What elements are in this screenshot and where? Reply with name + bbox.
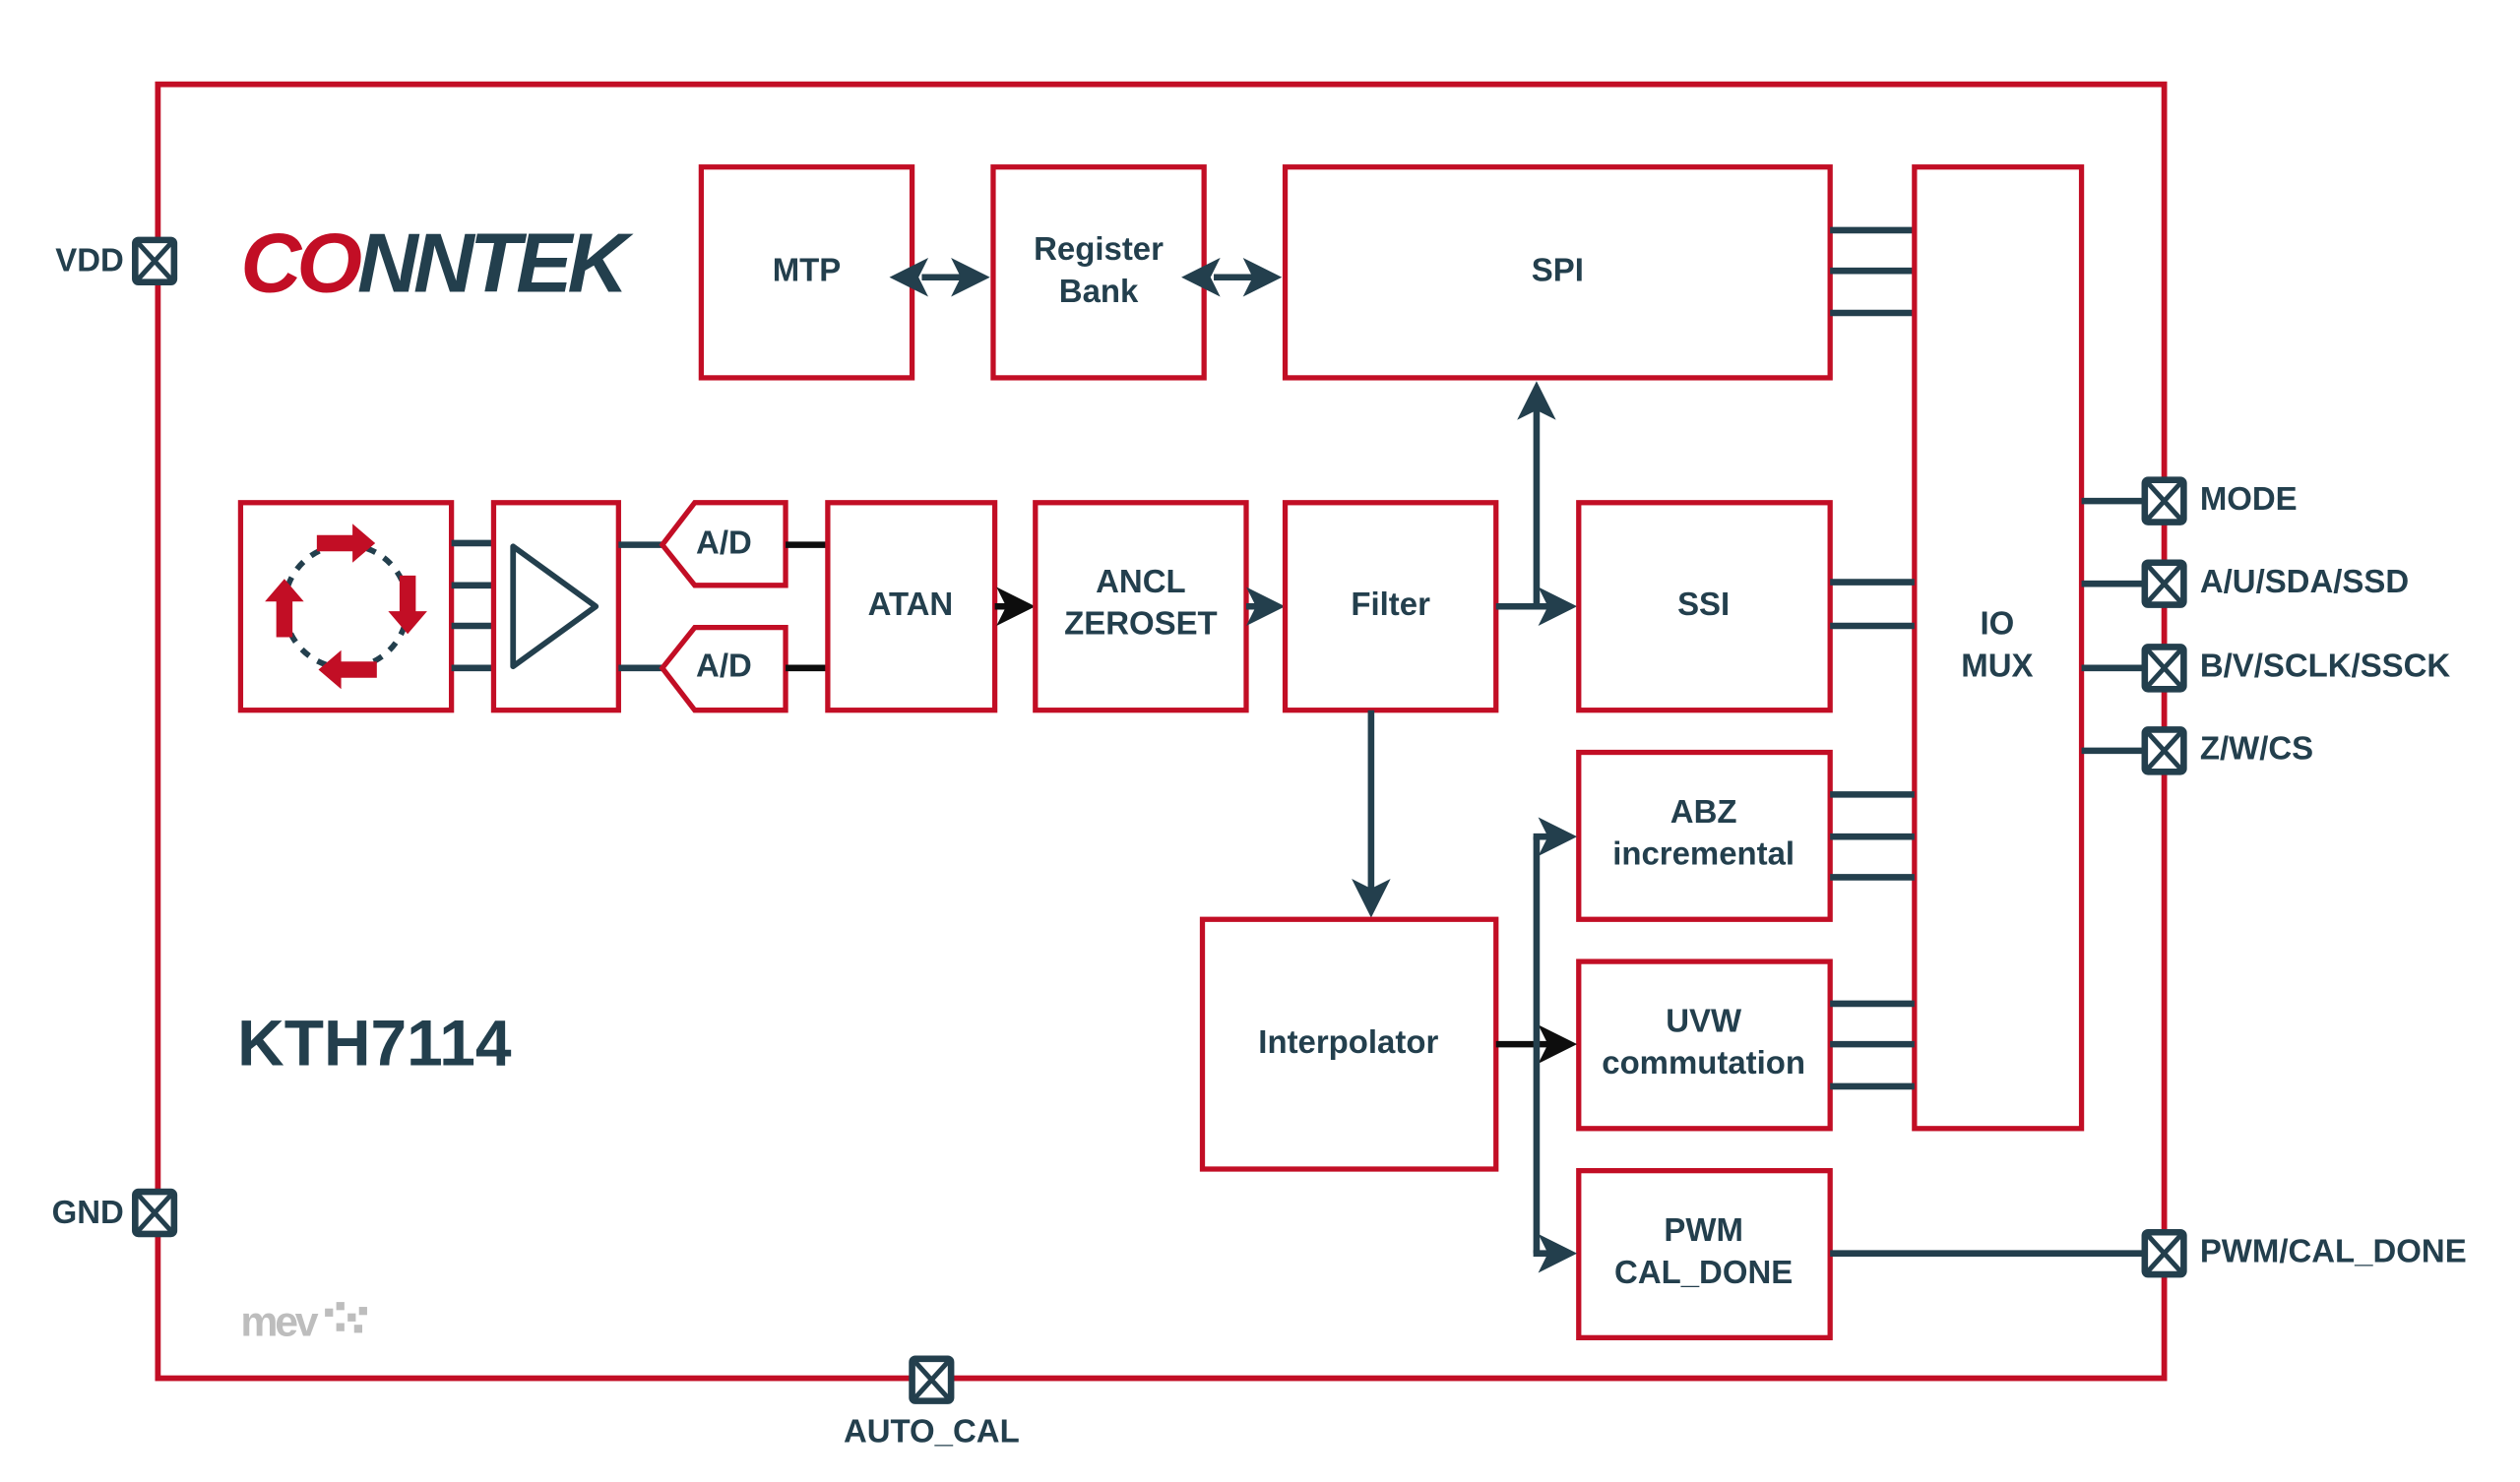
pin-vdd[interactable]: VDD — [55, 236, 178, 285]
block-ancl-zeroset[interactable]: ANCL ZEROSET — [1033, 500, 1249, 713]
block-ad-converter-2[interactable]: A/D — [659, 625, 788, 713]
sensor-amp-bus — [451, 539, 494, 672]
arrow-down-icon — [388, 575, 427, 635]
svg-text:B/V/SCLK/SSCK: B/V/SCLK/SSCK — [2200, 648, 2451, 684]
svg-text:incremental: incremental — [1612, 835, 1795, 872]
svg-text:MODE: MODE — [2200, 480, 2298, 517]
block-register-bank[interactable]: Register Bank — [990, 164, 1207, 381]
arrow-left-icon — [318, 649, 377, 690]
svg-text:VDD: VDD — [55, 242, 124, 278]
amplifier-icon — [510, 543, 599, 670]
svg-text:GND: GND — [52, 1194, 124, 1230]
svg-text:CAL_DONE: CAL_DONE — [1614, 1254, 1793, 1290]
pin-auto-cal[interactable]: AUTO_CAL — [844, 1355, 1020, 1449]
pin-pad-icon — [2141, 726, 2187, 775]
mev-watermark: mev — [240, 1299, 367, 1346]
pin-pad-icon — [2141, 559, 2187, 608]
chip-name: KTH7114 — [237, 1007, 512, 1080]
pin-z-w-cs[interactable]: Z/W/CS — [2141, 726, 2313, 775]
block-mtp[interactable]: MTP — [698, 164, 915, 381]
pin-gnd[interactable]: GND — [52, 1188, 178, 1238]
svg-text:MUX: MUX — [1961, 648, 2033, 684]
block-ad-converter-1[interactable]: A/D — [659, 500, 788, 588]
svg-text:Register: Register — [1034, 230, 1164, 267]
block-ssi[interactable]: SSI — [1576, 500, 1833, 713]
svg-text:A/D: A/D — [696, 648, 752, 684]
svg-text:PWM: PWM — [1664, 1211, 1743, 1248]
pin-a-u-sda-ssd[interactable]: A/U/SDA/SSD — [2141, 559, 2409, 608]
pin-pad-icon — [132, 1188, 178, 1238]
pin-mode[interactable]: MODE — [2141, 476, 2298, 525]
uvw-iomux-bus — [1830, 1000, 1915, 1090]
pin-pad-icon — [132, 236, 178, 285]
svg-text:Z/W/CS: Z/W/CS — [2200, 730, 2313, 767]
svg-text:Interpolator: Interpolator — [1258, 1023, 1438, 1060]
block-hall-sensor[interactable] — [237, 500, 455, 713]
block-pwm-cal-done[interactable]: PWM CAL_DONE — [1576, 1168, 1833, 1340]
pin-pad-icon — [2141, 476, 2187, 525]
abz-iomux-bus — [1830, 791, 1915, 881]
svg-text:ATAN: ATAN — [868, 586, 954, 622]
block-uvw-commutation[interactable]: UVW commutation — [1576, 958, 1833, 1132]
pin-pad-icon — [2141, 1228, 2187, 1278]
svg-text:CONNTEK: CONNTEK — [240, 216, 634, 311]
block-filter[interactable]: Filter — [1282, 500, 1499, 713]
pin-pad-icon — [909, 1355, 955, 1404]
svg-text:IO: IO — [1980, 605, 2014, 642]
arrow-right-icon — [316, 524, 376, 563]
svg-text:commutation: commutation — [1602, 1044, 1805, 1081]
svg-text:ABZ: ABZ — [1670, 793, 1737, 830]
block-amplifier[interactable] — [490, 500, 621, 713]
pin-b-v-sclk-ssck[interactable]: B/V/SCLK/SSCK — [2141, 644, 2451, 693]
svg-text:Bank: Bank — [1059, 273, 1139, 309]
svg-text:ANCL: ANCL — [1096, 563, 1185, 599]
svg-text:UVW: UVW — [1666, 1002, 1742, 1038]
block-abz-incremental[interactable]: ABZ incremental — [1576, 749, 1833, 922]
iomux-pin-wires — [2081, 497, 2165, 755]
svg-text:Filter: Filter — [1351, 586, 1430, 622]
svg-text:mev: mev — [240, 1299, 318, 1346]
block-io-mux[interactable]: IO MUX — [1912, 164, 2085, 1132]
svg-text:ZEROSET: ZEROSET — [1064, 605, 1218, 642]
block-interpolator[interactable]: Interpolator — [1199, 916, 1499, 1172]
block-spi[interactable]: SPI — [1282, 164, 1833, 381]
conntek-logo: CONNTEK — [240, 216, 639, 311]
spi-iomux-bus — [1830, 226, 1915, 317]
svg-text:PWM/CAL_DONE: PWM/CAL_DONE — [2200, 1232, 2467, 1268]
svg-text:MTP: MTP — [773, 252, 842, 288]
ssi-iomux-bus — [1830, 579, 1915, 630]
block-atan[interactable]: ATAN — [825, 500, 998, 713]
pin-pad-icon — [2141, 644, 2187, 693]
svg-text:SSI: SSI — [1677, 586, 1730, 622]
svg-text:AUTO_CAL: AUTO_CAL — [844, 1412, 1020, 1449]
arrow-up-icon — [265, 579, 304, 638]
svg-text:SPI: SPI — [1532, 252, 1584, 288]
pin-pwm-cal-done[interactable]: PWM/CAL_DONE — [2141, 1228, 2467, 1278]
svg-text:A/D: A/D — [696, 524, 752, 560]
svg-text:A/U/SDA/SSD: A/U/SDA/SSD — [2200, 563, 2409, 599]
